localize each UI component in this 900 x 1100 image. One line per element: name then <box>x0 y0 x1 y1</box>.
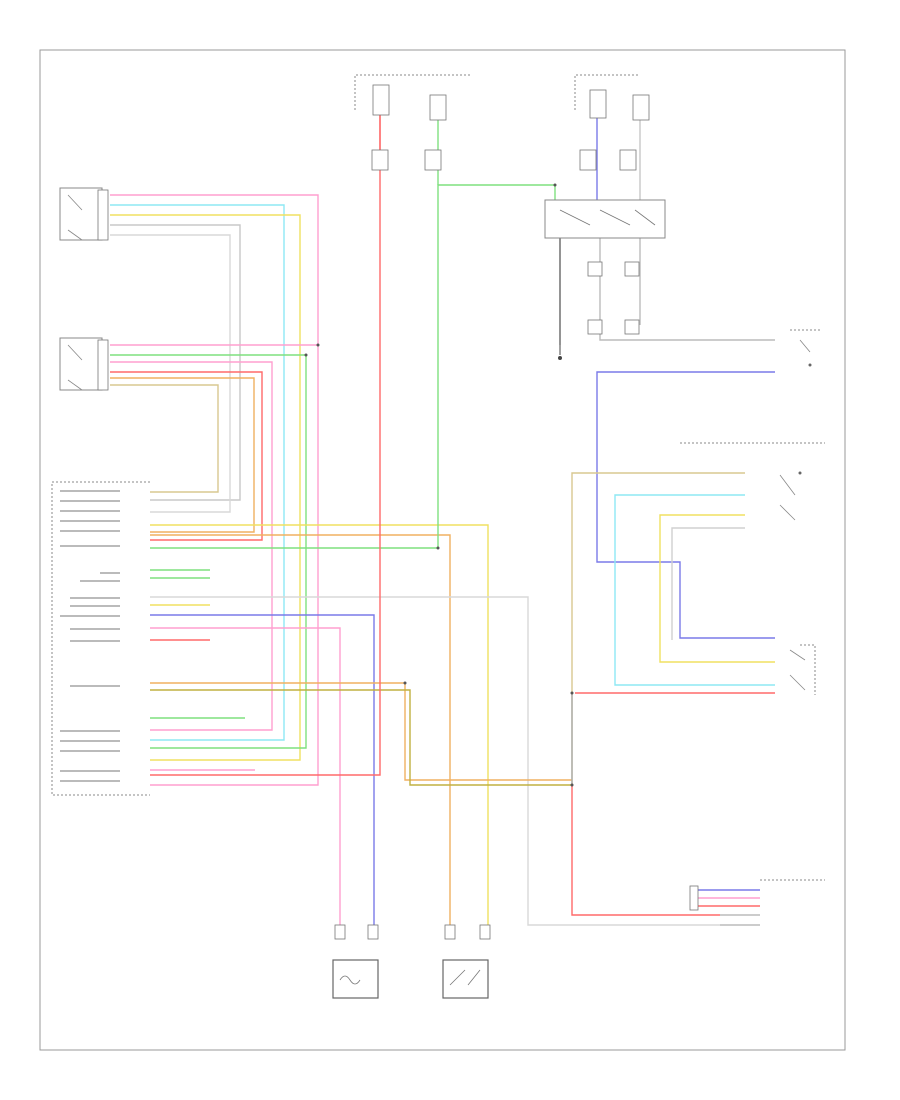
rear-connector-top <box>790 329 820 367</box>
wire-gray-3 <box>150 596 720 926</box>
wire-tan-1 <box>110 384 219 493</box>
wire-gray-2 <box>110 234 231 513</box>
front-door-switch <box>59 337 109 391</box>
ground <box>558 345 562 360</box>
wire-yellow-3 <box>659 514 775 663</box>
wire-green-1 <box>110 354 307 749</box>
wire-orange-3 <box>150 682 572 781</box>
wire-orange-1 <box>110 377 255 533</box>
rear-connector <box>689 879 825 911</box>
rear-sensor <box>680 442 825 521</box>
actuator-left <box>332 924 379 999</box>
wire-blue-3 <box>596 371 775 639</box>
wire-red-1 <box>110 371 263 541</box>
wire-red-5 <box>571 785 720 916</box>
wire-pink-1 <box>110 194 319 786</box>
wire-pink-3 <box>110 361 273 731</box>
splice-points <box>304 183 574 787</box>
wire-lightblue-2 <box>614 494 775 686</box>
wire-olive-1 <box>150 689 572 786</box>
wire-yellow-1 <box>110 214 301 761</box>
actuator-right <box>442 924 491 999</box>
fuse-block-right <box>574 74 650 171</box>
wires <box>110 110 775 926</box>
relay-unit <box>544 199 666 335</box>
wire-tan-2 <box>571 472 745 785</box>
wire-lightblue-1 <box>110 204 285 741</box>
fuse-block-left <box>354 74 470 171</box>
wire-green-2 <box>150 184 556 549</box>
wire-pink-4 <box>150 627 341 925</box>
wire-blue-1 <box>150 614 375 925</box>
wire-orange-2 <box>150 534 451 925</box>
wire-yellow-2 <box>150 524 489 925</box>
wire-red-2 <box>150 110 381 776</box>
control-unit <box>51 481 150 796</box>
rear-sensor-unit <box>789 644 816 695</box>
diagram-frame <box>39 49 846 1051</box>
wire-gray-7 <box>671 527 745 640</box>
front-sensor-left <box>59 187 109 241</box>
